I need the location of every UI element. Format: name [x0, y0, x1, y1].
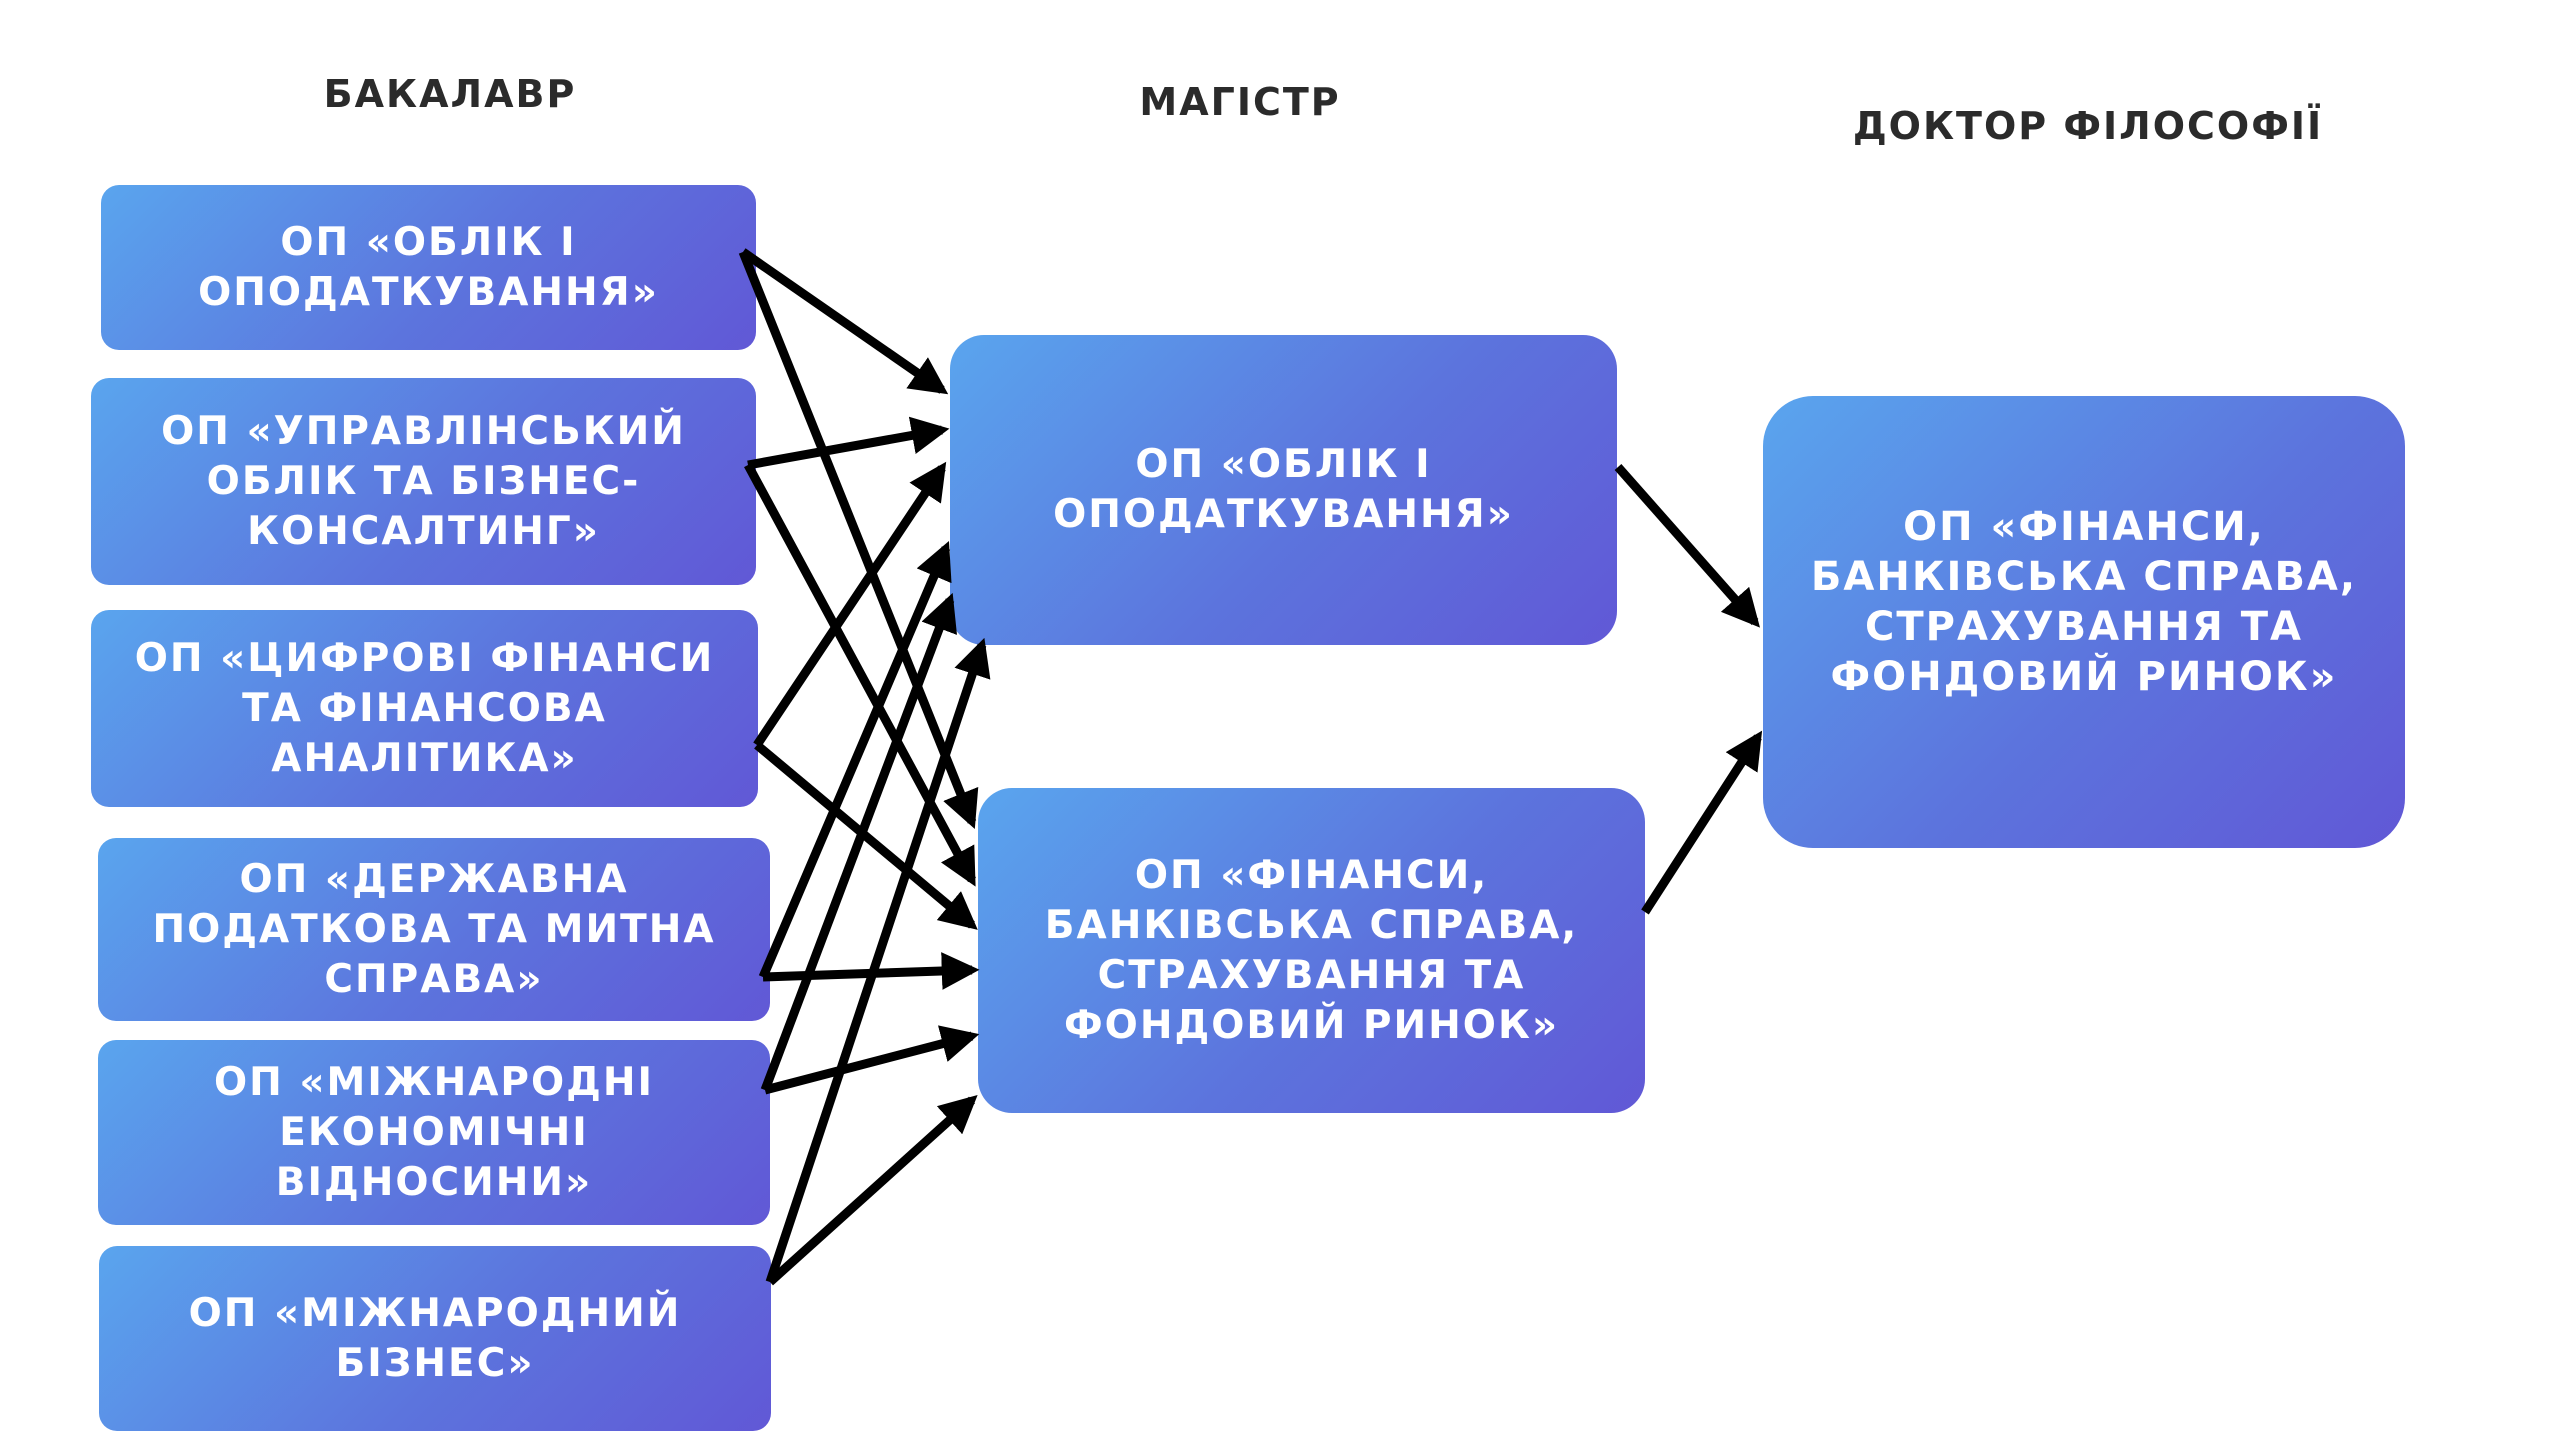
master-box-accounting-taxation: ОП «ОБЛІК І ОПОДАТКУВАННЯ» — [950, 335, 1617, 645]
column-title-master: МАГІСТР — [1139, 80, 1341, 124]
bachelor-box-accounting-taxation: ОП «ОБЛІК І ОПОДАТКУВАННЯ» — [101, 185, 756, 350]
arrow-b2-to-master-accounting — [747, 416, 950, 470]
bachelor-box-management-accounting: ОП «УПРАВЛІНСЬКИЙ ОБЛІК ТА БІЗНЕС-КОНСАЛ… — [91, 378, 756, 585]
phd-box-finance-banking: ОП «ФІНАНСИ, БАНКІВСЬКА СПРАВА, СТРАХУВА… — [1763, 396, 2405, 848]
bachelor-box-label: ОП «МІЖНАРОДНІ ЕКОНОМІЧНІ ВІДНОСИНИ» — [213, 1059, 655, 1205]
bachelor-box-label: ОП «ЦИФРОВІ ФІНАНСИ ТА ФІНАНСОВА АНАЛІТИ… — [134, 635, 715, 781]
master-box-label: ОП «ФІНАНСИ, БАНКІВСЬКА СПРАВА, СТРАХУВА… — [1044, 852, 1579, 1048]
master-box-label: ОП «ОБЛІК І ОПОДАТКУВАННЯ» — [1053, 442, 1514, 537]
bachelor-box-label: ОП «ОБЛІК І ОПОДАТКУВАННЯ» — [198, 219, 659, 315]
column-title-bachelor: БАКАЛАВР — [323, 72, 577, 116]
bachelor-box-digital-finance: ОП «ЦИФРОВІ ФІНАНСИ ТА ФІНАНСОВА АНАЛІТИ… — [91, 610, 758, 807]
arrow-b1-to-master-finance — [738, 250, 979, 830]
bachelor-box-state-tax-customs: ОП «ДЕРЖАВНА ПОДАТКОВА ТА МИТНА СПРАВА» — [98, 838, 770, 1021]
arrow-b5-to-master-finance — [763, 1025, 980, 1095]
arrow-master-finance-to-phd — [1641, 730, 1763, 915]
bachelor-box-international-business: ОП «МІЖНАРОДНИЙ БІЗНЕС» — [99, 1246, 771, 1431]
arrow-b6-to-master-accounting — [765, 637, 991, 1284]
bachelor-box-label: ОП «УПРАВЛІНСЬКИЙ ОБЛІК ТА БІЗНЕС-КОНСАЛ… — [161, 408, 686, 554]
arrow-b4-to-master-accounting — [758, 541, 952, 979]
bachelor-box-label: ОП «ДЕРЖАВНА ПОДАТКОВА ТА МИТНА СПРАВА» — [152, 856, 716, 1002]
arrow-b3-to-master-accounting — [753, 461, 947, 748]
arrow-b1-to-master-accounting — [740, 248, 949, 395]
bachelor-box-label: ОП «МІЖНАРОДНИЙ БІЗНЕС» — [188, 1290, 682, 1386]
arrow-b5-to-master-accounting — [760, 592, 958, 1092]
phd-box-label: ОП «ФІНАНСИ, БАНКІВСЬКА СПРАВА, СТРАХУВА… — [1810, 504, 2358, 700]
arrow-master-accounting-to-phd — [1614, 464, 1761, 628]
master-box-finance-banking: ОП «ФІНАНСИ, БАНКІВСЬКА СПРАВА, СТРАХУВА… — [978, 788, 1645, 1113]
bachelor-box-international-economic-relations: ОП «МІЖНАРОДНІ ЕКОНОМІЧНІ ВІДНОСИНИ» — [98, 1040, 770, 1225]
arrow-b2-to-master-finance — [744, 462, 976, 887]
column-title-phd: ДОКТОР ФІЛОСОФІЇ — [1852, 104, 2324, 148]
arrow-b6-to-master-finance — [766, 1094, 978, 1286]
arrow-b4-to-master-finance — [762, 952, 980, 990]
